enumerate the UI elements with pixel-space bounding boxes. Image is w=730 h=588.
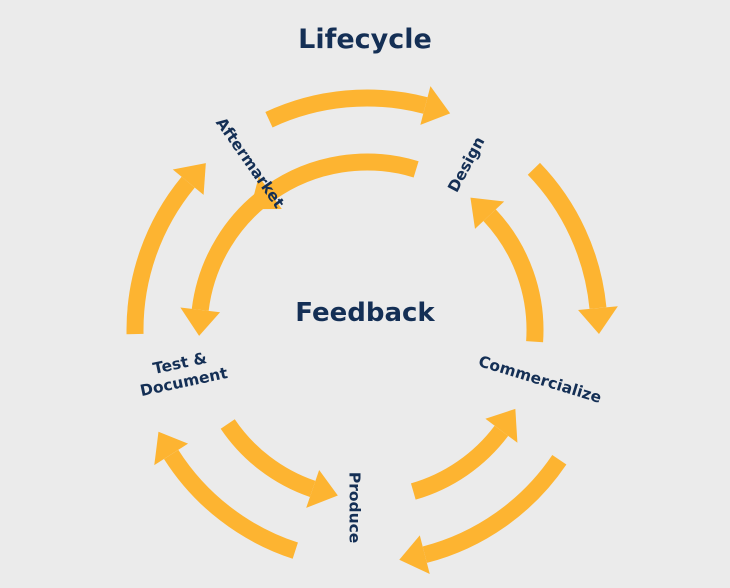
stage-label-line: Produce xyxy=(346,472,364,543)
outer-commercialize-to-produce-arrow-body xyxy=(422,454,567,563)
stage-label-produce: Produce xyxy=(346,472,364,543)
center-label-feedback: Feedback xyxy=(295,298,435,328)
outer-design-to-commercialize-arrow-body xyxy=(527,162,607,309)
inner-cycle-arrows xyxy=(180,153,544,508)
outer-commercialize-to-produce-arrow-head xyxy=(399,535,430,575)
stage-label-aftermarket: Aftermarket xyxy=(212,114,288,212)
stage-label-line: Commercialize xyxy=(476,352,603,407)
outer-test-document-to-aftermarket-arrow-head xyxy=(172,163,206,195)
outer-cycle-arrows xyxy=(126,86,618,575)
inner-test-document-to-produce-arrow-head xyxy=(306,470,338,508)
stage-label-design: Design xyxy=(444,134,488,195)
inner-test-document-to-produce-arrow-body xyxy=(220,419,316,498)
outer-produce-to-test-document-arrow-head xyxy=(154,431,189,466)
inner-aftermarket-to-test-document-arrow-head xyxy=(180,307,221,336)
outer-design-to-commercialize-arrow-head xyxy=(578,306,618,335)
outer-aftermarket-to-design-arrow-body xyxy=(265,89,428,128)
outer-produce-to-test-document-arrow-body xyxy=(163,449,298,559)
inner-commercialize-to-design-arrow-head xyxy=(470,197,505,229)
inner-commercialize-to-design-arrow-body xyxy=(483,209,544,343)
diagram-title: Lifecycle xyxy=(298,24,432,55)
stage-label-commercialize: Commercialize xyxy=(476,352,603,407)
stage-label-line: Aftermarket xyxy=(212,114,288,212)
inner-aftermarket-to-test-document-arrow-body xyxy=(191,183,278,312)
outer-test-document-to-aftermarket-arrow-body xyxy=(126,176,195,335)
outer-aftermarket-to-design-arrow-head xyxy=(420,86,451,125)
inner-design-to-aftermarket-arrow-body xyxy=(265,153,419,200)
stage-label-test-document: Test &Document xyxy=(135,345,230,400)
inner-produce-to-commercialize-arrow-head xyxy=(485,408,518,443)
stage-label-line: Design xyxy=(444,134,488,195)
inner-produce-to-commercialize-arrow-body xyxy=(410,425,509,500)
